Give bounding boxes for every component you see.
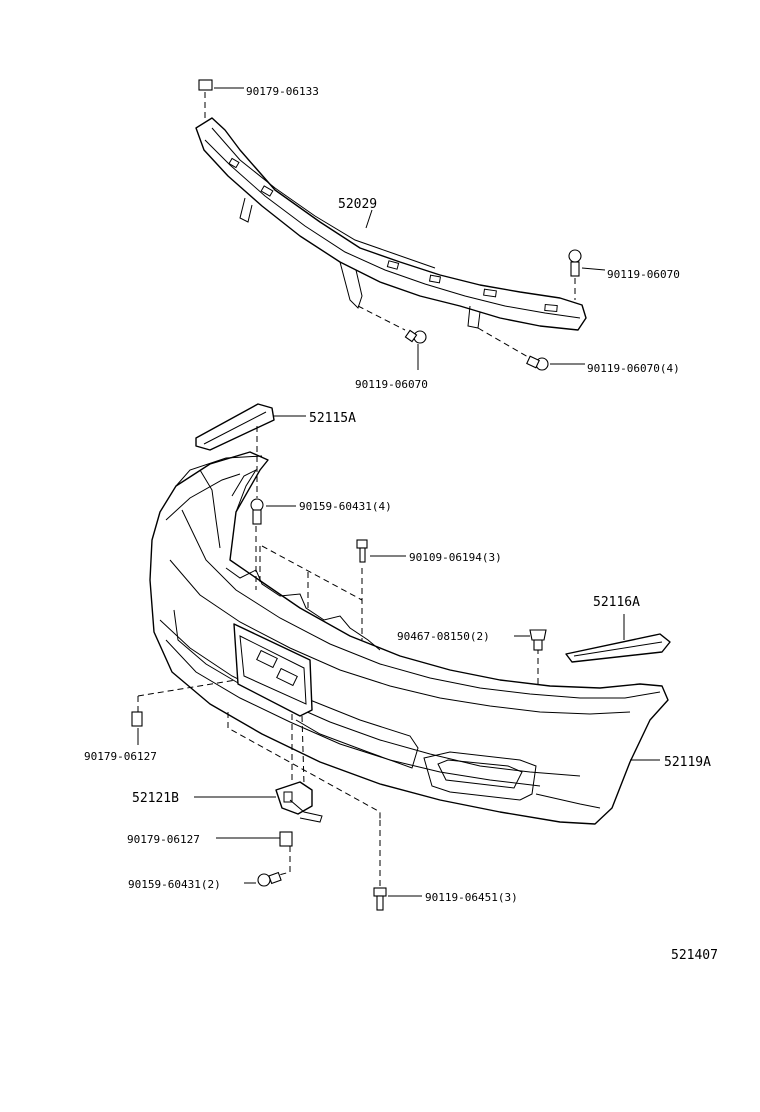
- label-90179-06127-lower: 90179-06127: [127, 833, 200, 846]
- label-90119-06070-lower: 90119-06070: [355, 378, 428, 391]
- leader-52029: [365, 209, 373, 229]
- bracket-52115A: [195, 403, 306, 451]
- nut-90179-06127-left-icon: [131, 696, 143, 745]
- bumper-cover-52119A: [149, 451, 669, 825]
- bolt-90119-06070-4-icon: [477, 327, 585, 371]
- label-90179-06133: 90179-06133: [246, 85, 319, 98]
- label-90109-06194-3: 90109-06194(3): [409, 551, 502, 564]
- bracket-52116A: [565, 614, 671, 663]
- label-90159-60431-4: 90159-60431(4): [299, 500, 392, 513]
- license-plate-bracket: [233, 623, 313, 717]
- clip-90467-08150-2-icon: [514, 629, 547, 651]
- label-52119A: 52119A: [664, 755, 711, 770]
- label-90119-06451-3: 90119-06451(3): [425, 891, 518, 904]
- screw-90159-60431-4-icon: [250, 426, 296, 525]
- label-90159-60431-2: 90159-60431(2): [128, 878, 221, 891]
- label-90179-06127-left: 90179-06127: [84, 750, 157, 763]
- label-52115A: 52115A: [309, 411, 356, 426]
- label-90467-08150-2: 90467-08150(2): [397, 630, 490, 643]
- nut-90179-06133-icon: [198, 79, 244, 118]
- reinforcement-bar-52029: [195, 117, 587, 331]
- bracket-52121B: [194, 781, 323, 823]
- nut-90179-06127-lower-icon: [216, 831, 293, 847]
- screw-90159-60431-2-icon: [244, 871, 282, 887]
- bolt-90119-06451-3-icon: [373, 887, 422, 911]
- label-52116A: 52116A: [593, 595, 640, 610]
- diagram-number: 521407: [671, 948, 718, 963]
- label-90119-06070-4: 90119-06070(4): [587, 362, 680, 375]
- bolt-90119-06070-right-icon: [568, 249, 606, 300]
- label-90119-06070-right: 90119-06070: [607, 268, 680, 281]
- bolt-90119-06070-lower-icon: [357, 305, 427, 370]
- label-52121B: 52121B: [132, 791, 179, 806]
- label-52029: 52029: [338, 197, 377, 212]
- bolt-90109-06194-3-icon: [356, 539, 406, 563]
